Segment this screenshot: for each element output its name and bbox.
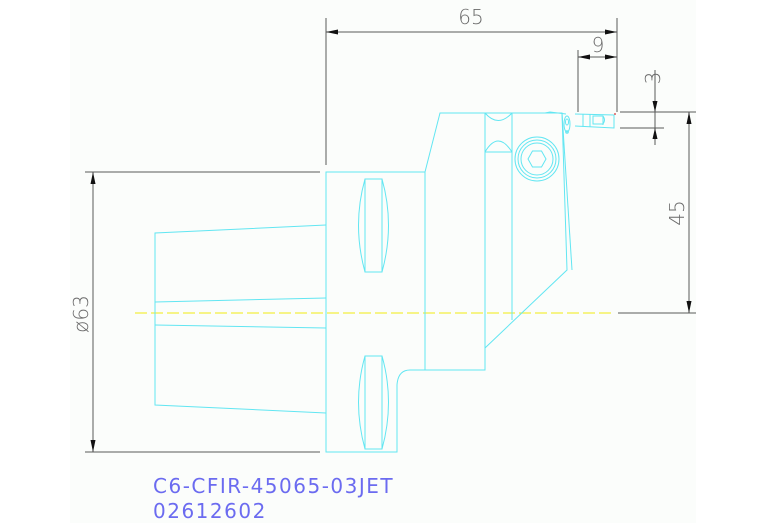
part-number: C6-CFIR-45065-03JET xyxy=(153,474,395,498)
coolant-nozzle xyxy=(563,115,571,134)
drawing-sheet xyxy=(70,0,696,523)
dimension-45 xyxy=(618,111,696,314)
clamp-screw xyxy=(514,136,560,182)
dimension-3-label: 3 xyxy=(641,72,665,85)
dimension-45-label: 45 xyxy=(665,200,689,225)
dimension-65 xyxy=(325,18,618,165)
dimension-diameter-63 xyxy=(85,171,320,453)
clamping-slot-lower xyxy=(358,355,389,450)
clamping-slot-upper xyxy=(358,178,389,273)
flange xyxy=(325,171,426,453)
tool-head xyxy=(424,112,573,371)
dimension-9 xyxy=(577,50,617,112)
dimension-diameter-63-label: ø63 xyxy=(69,295,93,333)
dimension-65-label: 65 xyxy=(458,5,483,29)
coupling-shank xyxy=(154,224,327,414)
dimension-9-label: 9 xyxy=(592,33,605,57)
tip-marker xyxy=(614,113,616,115)
order-code: 02612602 xyxy=(153,499,267,523)
grooving-insert xyxy=(544,111,615,129)
